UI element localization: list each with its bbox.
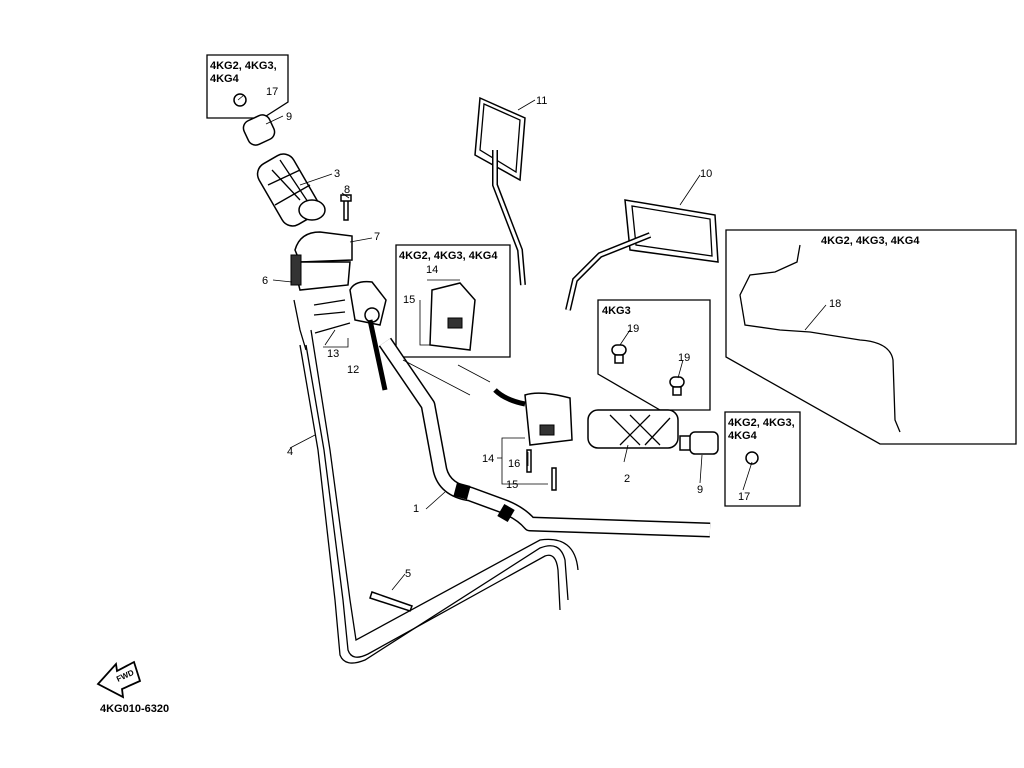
- box-label: 4KG2, 4KG3,: [210, 60, 277, 72]
- plug-19: [611, 344, 627, 364]
- option-box-bottom: [724, 411, 801, 507]
- callout: 19: [627, 323, 639, 335]
- option-box-4kg3: [597, 299, 711, 411]
- callout: 1: [413, 503, 419, 515]
- callout: 10: [700, 168, 712, 180]
- callout: 15: [506, 479, 518, 491]
- callout: 14: [482, 453, 494, 465]
- grip-right: [587, 409, 679, 449]
- screws-13: [313, 299, 351, 334]
- callout: 4: [287, 446, 293, 458]
- cable-18: [739, 244, 901, 433]
- callout: 3: [334, 168, 340, 180]
- callout: 9: [286, 111, 292, 123]
- box-label: 4KG4: [728, 430, 758, 442]
- box-label: 4KG3: [602, 305, 631, 317]
- callout: 12: [347, 364, 359, 376]
- grip-end-left: [233, 93, 276, 146]
- box-label: 4KG2, 4KG3,: [728, 417, 795, 429]
- grip-end-right: [679, 431, 759, 465]
- mirror-11: [474, 96, 526, 286]
- handlebar: [378, 337, 711, 538]
- box-label: 4KG2, 4KG3, 4KG4: [399, 250, 498, 262]
- plug-19b: [669, 376, 685, 396]
- switch-left: [349, 280, 388, 391]
- callout: 8: [344, 184, 350, 196]
- throttle-cables: [293, 299, 579, 664]
- switch-cover-14: [429, 282, 476, 351]
- forward-arrow-icon: FWD: [96, 660, 142, 699]
- screw-8: [340, 194, 352, 221]
- callout: 7: [374, 231, 380, 243]
- callout: 14: [426, 264, 438, 276]
- box-label: 4KG2, 4KG3, 4KG4: [821, 235, 920, 247]
- screws-15-16: [526, 449, 557, 491]
- callout: 2: [624, 473, 630, 485]
- callouts: 17 9 3 8 7 6 13 12 4 1 5 11 10 14 15 18 …: [262, 86, 841, 580]
- callout: 9: [697, 484, 703, 496]
- box-label: 4KG4: [210, 73, 240, 85]
- callout: 5: [405, 568, 411, 580]
- option-box-top-left: [206, 54, 289, 119]
- holder-7: [290, 231, 353, 291]
- callout: 6: [262, 275, 268, 287]
- option-box-middle: [395, 244, 511, 358]
- callout: 11: [536, 95, 547, 107]
- callout: 18: [829, 298, 841, 310]
- switch-right: [493, 388, 573, 446]
- grip-left: [256, 153, 326, 227]
- callout: 15: [403, 294, 415, 306]
- callout: 19: [678, 352, 690, 364]
- diagram-code: 4KG010-6320: [100, 703, 169, 715]
- mirror-10: [565, 199, 719, 311]
- callout: 17: [266, 86, 278, 98]
- callout: 13: [327, 348, 339, 360]
- callout: 16: [508, 458, 520, 470]
- leader-lines: [237, 94, 827, 591]
- cable-tie: [369, 591, 413, 612]
- option-box-right: [725, 229, 1017, 445]
- callout: 17: [738, 491, 750, 503]
